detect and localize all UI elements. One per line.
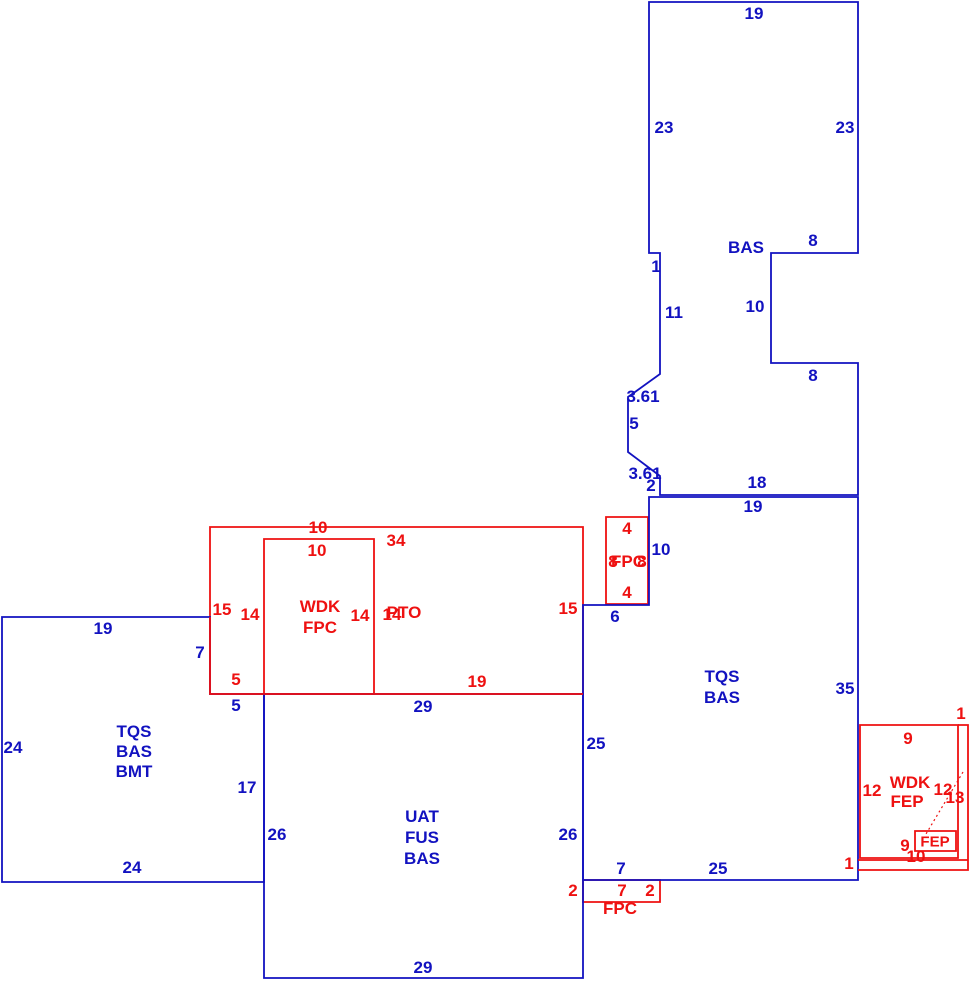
label-5-23: 5 bbox=[231, 696, 240, 715]
label-23-2: 23 bbox=[836, 118, 855, 137]
label-10-39: 10 bbox=[309, 518, 328, 537]
label-fpc-60: FPC bbox=[603, 899, 637, 918]
fep-strip-right-edge bbox=[858, 724, 969, 871]
label-8-8: 8 bbox=[808, 366, 817, 385]
label-14-46: 14 bbox=[351, 606, 370, 625]
label-6-16: 6 bbox=[610, 607, 619, 626]
label-uat-33: UAT bbox=[405, 807, 439, 826]
label-fus-34: FUS bbox=[405, 828, 439, 847]
label-4-56: 4 bbox=[622, 583, 632, 602]
label-8-55: 8 bbox=[637, 552, 646, 571]
label-9-62: 9 bbox=[903, 729, 912, 748]
label-18-13: 18 bbox=[748, 473, 767, 492]
label-19-0: 19 bbox=[745, 4, 764, 23]
wdk-fpc-left-bottom-edge bbox=[209, 617, 583, 695]
label-wdk-64: WDK bbox=[890, 773, 931, 792]
label-35-19: 35 bbox=[836, 679, 855, 698]
label-19-14: 19 bbox=[744, 497, 763, 516]
label-fpc-45: FPC bbox=[303, 618, 337, 637]
label-29-36: 29 bbox=[414, 958, 433, 977]
fep-callout-box bbox=[914, 830, 957, 852]
label-1-61: 1 bbox=[956, 704, 965, 723]
label-24-27: 24 bbox=[123, 858, 142, 877]
fpc-upper-porch-outline bbox=[605, 516, 649, 605]
label-5-50: 5 bbox=[231, 670, 240, 689]
label-2-59: 2 bbox=[645, 881, 654, 900]
label-26-32: 26 bbox=[559, 825, 578, 844]
label-19-21: 19 bbox=[94, 619, 113, 638]
label-10-15: 10 bbox=[652, 540, 671, 559]
label-pto-48: PTO bbox=[387, 603, 422, 622]
label-15-49: 15 bbox=[559, 599, 578, 618]
label-25-20: 25 bbox=[587, 734, 606, 753]
bas-upper-outline bbox=[627, 1, 859, 496]
label-12-63: 12 bbox=[863, 781, 882, 800]
label-tqs-17: TQS bbox=[705, 667, 740, 686]
label-26-26: 26 bbox=[268, 825, 287, 844]
label-25-38: 25 bbox=[709, 859, 728, 878]
label-34-40: 34 bbox=[387, 531, 406, 550]
label-3.61-9: 3.61 bbox=[626, 387, 659, 406]
label-24-24: 24 bbox=[4, 738, 23, 757]
label-4-52: 4 bbox=[622, 519, 632, 538]
label-bmt-30: BMT bbox=[116, 762, 153, 781]
label-2-12: 2 bbox=[646, 476, 655, 495]
label-7-22: 7 bbox=[195, 643, 204, 662]
label-10-69: 10 bbox=[907, 847, 926, 866]
label-fep-65: FEP bbox=[890, 792, 923, 811]
label-8-4: 8 bbox=[808, 231, 817, 250]
label-1-71: 1 bbox=[844, 854, 853, 873]
label-wdk-44: WDK bbox=[300, 597, 341, 616]
label-15-42: 15 bbox=[213, 600, 232, 619]
label-1-5: 1 bbox=[651, 257, 660, 276]
label-fpc-54: FPC bbox=[611, 552, 645, 571]
label-3.61-11: 3.61 bbox=[628, 464, 661, 483]
label-bas-29: BAS bbox=[116, 742, 152, 761]
label-11-6: 11 bbox=[665, 303, 683, 322]
label-12-66: 12 bbox=[934, 780, 953, 799]
label-10-7: 10 bbox=[746, 297, 765, 316]
label-7-58: 7 bbox=[617, 881, 626, 900]
label-tqs-28: TQS bbox=[117, 722, 152, 741]
label-29-31: 29 bbox=[414, 697, 433, 716]
label-bas-35: BAS bbox=[404, 849, 440, 868]
label-14-43: 14 bbox=[241, 605, 260, 624]
label-bas-3: BAS bbox=[728, 238, 764, 257]
label-17-25: 17 bbox=[238, 778, 257, 797]
label-19-51: 19 bbox=[468, 672, 487, 691]
label-23-1: 23 bbox=[655, 118, 674, 137]
label-13-67: 13 bbox=[946, 788, 965, 807]
label-5-10: 5 bbox=[629, 414, 638, 433]
wdk-fep-outline bbox=[859, 724, 959, 859]
label-8-53: 8 bbox=[608, 552, 617, 571]
label-bas-18: BAS bbox=[704, 688, 740, 707]
label-fep-70: FEP bbox=[920, 833, 949, 850]
label-9-68: 9 bbox=[900, 836, 909, 855]
label-7-37: 7 bbox=[616, 859, 625, 878]
label-10-41: 10 bbox=[308, 541, 327, 560]
label-14-47: 14 bbox=[383, 605, 402, 624]
label-2-57: 2 bbox=[568, 881, 577, 900]
fep-leader-line bbox=[925, 771, 964, 835]
